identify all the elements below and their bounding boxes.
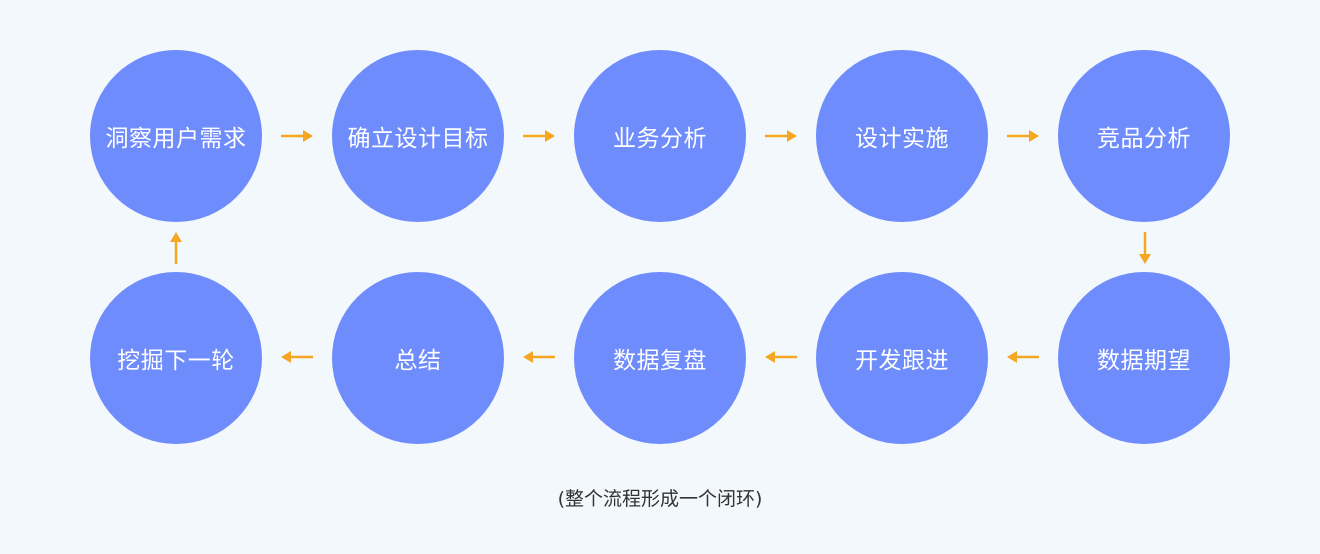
step-node-insight: 洞察用户需求	[90, 50, 262, 222]
step-node-data-expectation: 数据期望	[1058, 272, 1230, 444]
step-node-next-round: 挖掘下一轮	[90, 272, 262, 444]
step-node-goals: 确立设计目标	[332, 50, 504, 222]
step-label: 数据复盘	[613, 348, 707, 374]
arrow-left-icon	[1007, 351, 1039, 363]
step-node-data-review: 数据复盘	[574, 272, 746, 444]
step-node-competitor-analysis: 竞品分析	[1058, 50, 1230, 222]
step-label: 总结	[394, 348, 442, 374]
step-label: 挖掘下一轮	[117, 348, 235, 374]
step-node-business-analysis: 业务分析	[574, 50, 746, 222]
arrow-right-icon	[765, 130, 797, 142]
arrow-down-icon	[1139, 232, 1151, 264]
step-label: 设计实施	[855, 126, 949, 152]
step-label: 确立设计目标	[347, 126, 489, 152]
step-label: 数据期望	[1097, 348, 1191, 374]
step-label: 洞察用户需求	[105, 126, 247, 152]
arrow-right-icon	[1007, 130, 1039, 142]
step-label: 竞品分析	[1097, 126, 1191, 152]
arrow-right-icon	[281, 130, 313, 142]
step-label: 业务分析	[613, 126, 707, 152]
step-node-summary: 总结	[332, 272, 504, 444]
arrow-left-icon	[281, 351, 313, 363]
step-node-design-implementation: 设计实施	[816, 50, 988, 222]
step-node-dev-follow-up: 开发跟进	[816, 272, 988, 444]
arrow-left-icon	[523, 351, 555, 363]
step-label: 开发跟进	[855, 348, 949, 374]
diagram-caption: (整个流程形成一个闭环)	[557, 488, 763, 510]
arrow-right-icon	[523, 130, 555, 142]
arrow-left-icon	[765, 351, 797, 363]
arrow-up-icon	[170, 232, 182, 264]
